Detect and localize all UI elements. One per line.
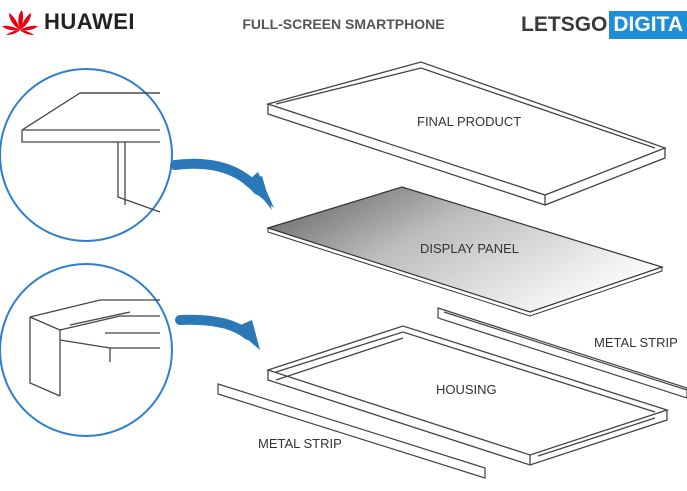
housing-drawing — [265, 325, 670, 466]
huawei-brand-text: HUAWEI — [44, 9, 135, 34]
logo-part-letsgo: LETSGO — [521, 13, 608, 36]
logo-part-digital: DIGITA — [609, 11, 687, 39]
letsgodigital-logo: LETSGO DIGITA — [521, 11, 687, 39]
label-housing: HOUSING — [436, 382, 497, 397]
label-final-product: FINAL PRODUCT — [417, 114, 522, 129]
edge-detail-circle-top — [0, 68, 173, 242]
label-metal-strip-left: METAL STRIP — [258, 436, 342, 451]
arrow-to-final-product-icon — [170, 158, 274, 210]
final-product-drawing — [265, 61, 667, 206]
huawei-logo-icon — [2, 10, 38, 35]
label-display-panel: DISPLAY PANEL — [420, 241, 519, 256]
page-title: FULL-SCREEN SMARTPHONE — [242, 16, 445, 32]
metal-strip-left-drawing — [217, 383, 486, 479]
housing-detail-circle-bottom — [0, 263, 173, 437]
display-panel-drawing — [265, 186, 664, 317]
metal-strip-right-drawing — [437, 307, 687, 399]
arrow-to-housing-icon — [175, 314, 260, 350]
label-metal-strip-right: METAL STRIP — [594, 335, 678, 350]
